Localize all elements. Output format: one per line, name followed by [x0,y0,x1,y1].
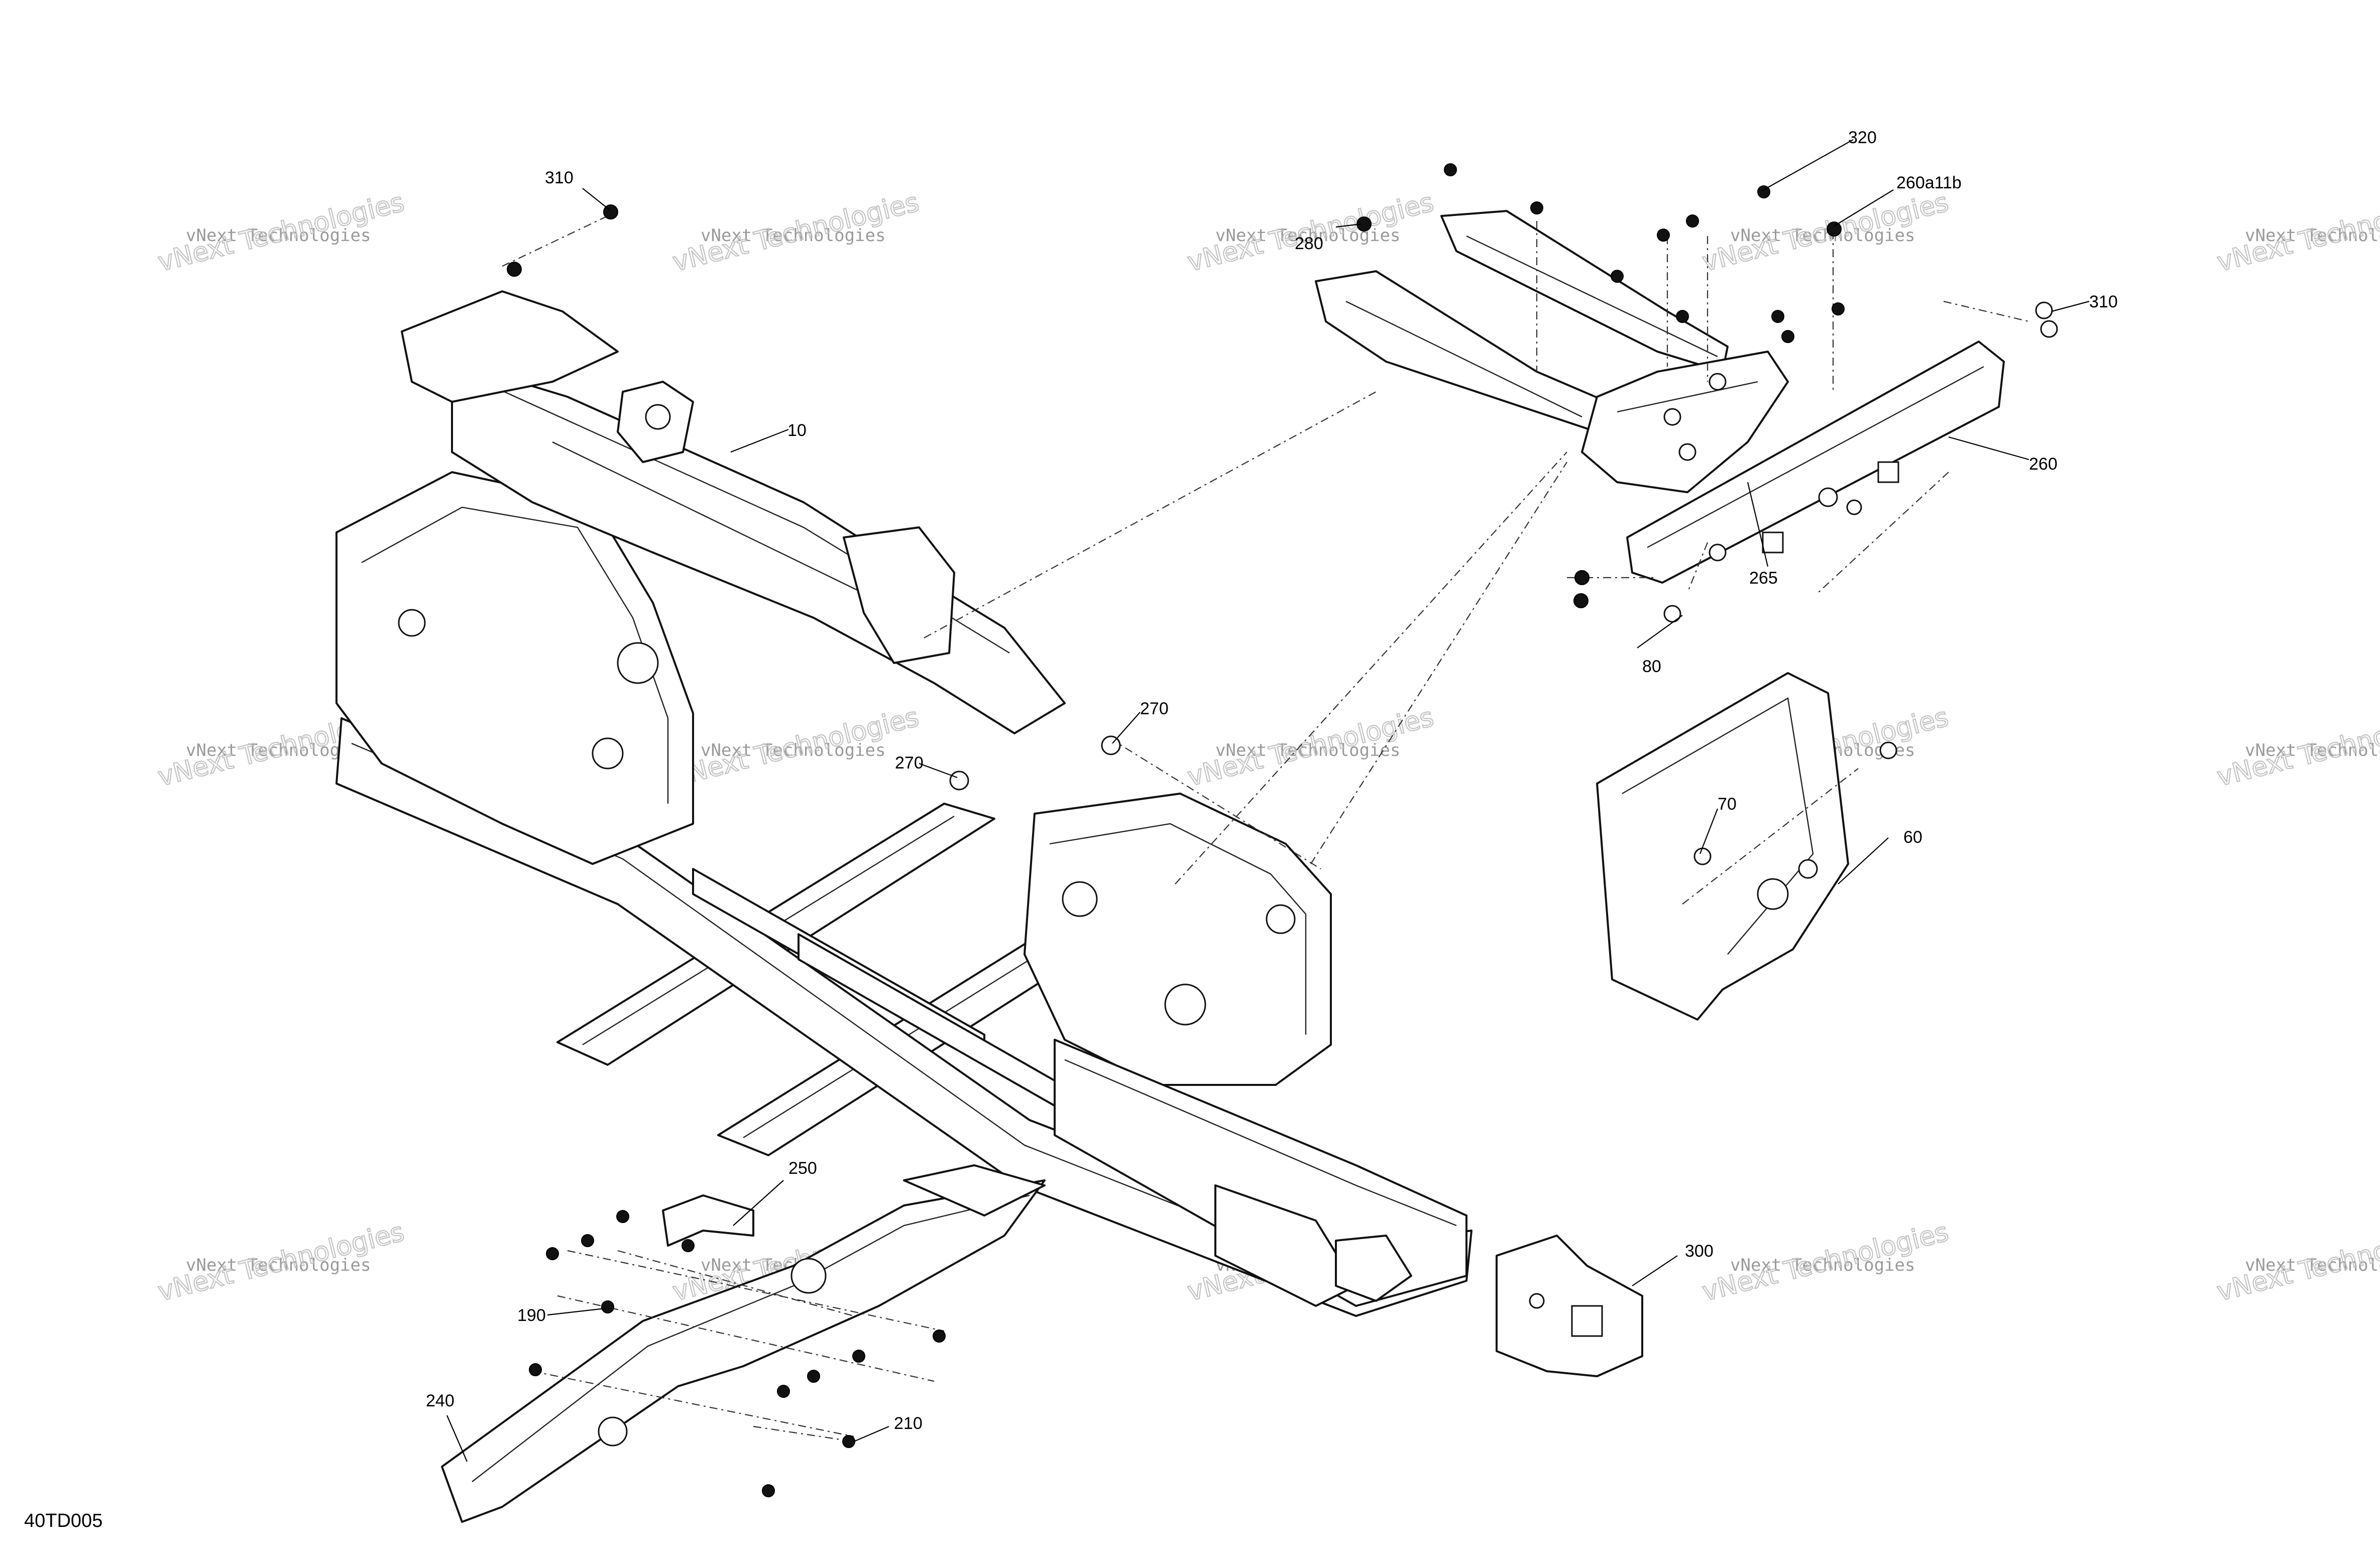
svg-text:vNext Technologies: vNext Technologies [2245,1255,2380,1275]
callout-10: 10 [787,421,807,440]
svg-text:vNext Technologies: vNext Technologies [2245,226,2380,246]
callout-280: 280 [1295,234,1323,253]
callout-250: 250 [788,1159,817,1178]
callout-240: 240 [426,1391,455,1410]
callout-labels: 310 10 280 320 260a11b 310 260 265 80 27… [426,128,2118,1433]
callout-320: 320 [1848,128,1877,147]
svg-text:vNext Technologies: vNext Technologies [1215,740,1400,760]
callout-265: 265 [1749,569,1778,588]
callout-60: 60 [1903,828,1922,847]
dash-lines [502,215,2029,1443]
svg-text:vNext Technologies: vNext Technologies [2214,702,2380,793]
bracket-300 [1496,1235,1643,1377]
bracket-60 [1596,672,1849,1021]
right-beam [1626,341,2005,584]
diagram-code: 40TD005 [24,1510,102,1531]
callout-300: 300 [1685,1242,1714,1261]
bracket-250 [662,1194,754,1247]
callout-260: 260 [2029,455,2058,474]
main-frame [335,290,1472,1317]
svg-text:vNext Technologies: vNext Technologies [701,740,885,760]
svg-text:vNext Technologies: vNext Technologies [1730,226,1915,246]
callout-80: 80 [1642,657,1661,676]
callout-310-right: 310 [2089,292,2118,311]
svg-text:vNext Technologies: vNext Technologies [1730,1255,1915,1275]
upper-cage [1315,210,1789,493]
callout-190: 190 [517,1306,546,1325]
svg-text:vNext Technologies: vNext Technologies [186,1255,371,1275]
svg-text:vNext Technologies: vNext Technologies [186,226,371,246]
svg-text:vNext Technologies: vNext Technologies [2245,740,2380,760]
lower-arm-240 [441,1164,1046,1523]
svg-text:vNext Technologies: vNext Technologies [701,226,885,246]
callout-270-left: 270 [895,753,924,772]
callout-260a11b: 260a11b [1896,173,1962,192]
callout-leaders [446,139,2090,1462]
callout-70: 70 [1718,795,1737,814]
callout-310-left: 310 [545,168,574,187]
svg-text:vNext Technologies: vNext Technologies [2214,1217,2380,1307]
callout-270-right: 270 [1140,699,1169,718]
callout-210: 210 [894,1414,923,1433]
svg-text:vNext Technologies: vNext Technologies [2214,187,2380,278]
